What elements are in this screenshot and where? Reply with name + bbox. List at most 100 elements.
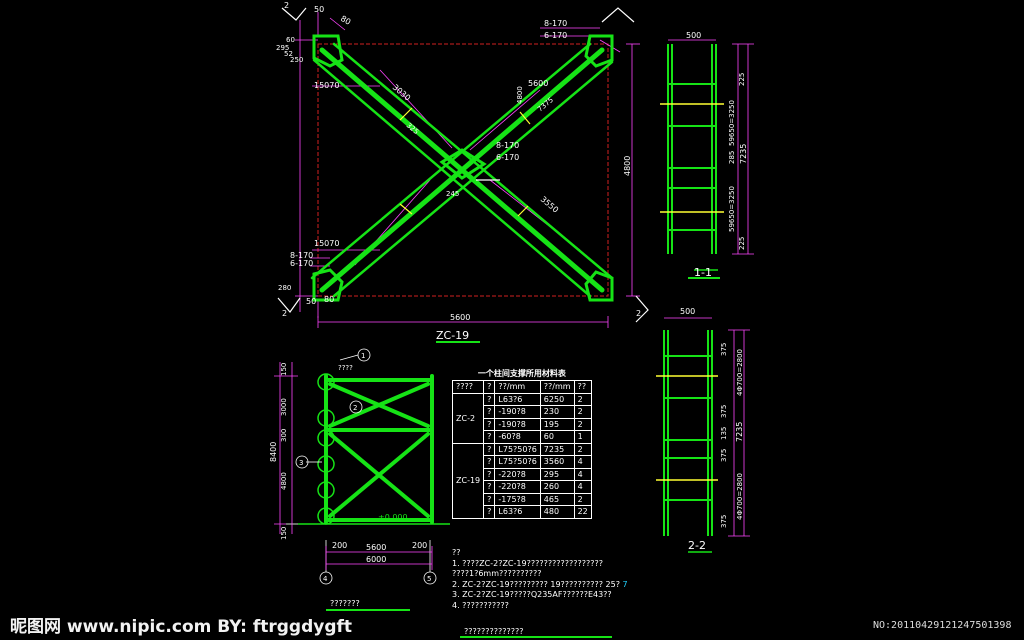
note-4: 4. ???????????: [452, 600, 509, 610]
reference-frame: [317, 43, 609, 297]
dim-80-bottom: 80: [324, 295, 334, 304]
dim-50-bottom: 50: [306, 297, 316, 306]
gusset-plates: [312, 34, 614, 302]
cell: ?: [483, 455, 496, 469]
dim-280: 280: [278, 284, 291, 292]
main-dimension-labels: 50 80 295 52 60 250 15070 15070 3030 560…: [276, 1, 641, 342]
brace-diagonal-2: [319, 47, 605, 293]
bubble-2: 2: [353, 404, 357, 412]
sec1-225-bottom: 225: [738, 237, 746, 250]
cell: 230: [539, 405, 575, 419]
sec2-width: 500: [680, 307, 695, 316]
main-braces: [310, 42, 614, 298]
elev-200-left: 200: [332, 541, 347, 550]
sec1-width: 500: [686, 31, 701, 40]
cell: 7235: [539, 442, 575, 456]
cell: 2: [573, 405, 592, 419]
cell: -60?8: [494, 430, 541, 444]
watermark-right: NO:20110429121247501398: [873, 620, 1012, 631]
gusset-top-left: [312, 34, 344, 68]
cell: 4: [573, 455, 592, 469]
col-header: ??/mm: [539, 380, 575, 394]
cell: -220?8: [494, 467, 541, 481]
note-2-tail: 7: [622, 579, 628, 589]
main-elevation-view: [277, 7, 649, 328]
elev-150-top: 150: [280, 363, 288, 376]
bubble-text: ????: [338, 364, 353, 372]
cell: 22: [573, 505, 592, 519]
section-marks: [277, 7, 649, 323]
sec2-375-b: 375: [720, 405, 728, 418]
sec2-375-a: 375: [720, 343, 728, 356]
note-8-170-top: 8-170: [544, 19, 567, 28]
dim-60: 60: [286, 36, 295, 44]
note-8-170-bl: 8-170: [290, 251, 313, 260]
section-2-2: [656, 317, 750, 553]
elev-3000: 3000: [280, 398, 288, 416]
group-name: ZC-2: [451, 392, 485, 444]
cell: ?: [483, 492, 496, 506]
elev-300: 300: [280, 429, 288, 442]
cell: L63?6: [494, 505, 541, 519]
group-name: ZC-19: [451, 442, 485, 519]
note-8-170-mid: 8-170: [496, 141, 519, 150]
cell: L75?50?6: [494, 455, 541, 469]
cell: 6250: [539, 392, 575, 406]
dim-245: 245: [446, 190, 459, 198]
dim-4800-right: 4800: [623, 156, 632, 176]
gusset-center: [439, 148, 487, 180]
table-row: ZC-19 ? L75?50?6 7235 2: [451, 442, 592, 519]
cell: 465: [539, 492, 575, 506]
cell: 4: [573, 467, 592, 481]
cell: 480: [539, 505, 575, 519]
cell: ?: [483, 392, 496, 406]
footer-label: ???????: [330, 599, 360, 608]
section-1-1-labels: 500 225 59650=3250 285 7235 59650=3250 2…: [686, 31, 748, 279]
cell: ?: [483, 417, 496, 431]
cell: ?: [483, 505, 496, 519]
note-6-170-top: 6-170: [544, 31, 567, 40]
note-3: 3. ZC-2?ZC-19?????Q235AF??????E43??: [452, 590, 612, 599]
section-mark-2-right: 2: [636, 309, 641, 318]
elev-8400: 8400: [269, 442, 278, 462]
elevation-labels: 150 3000 300 8400 4800 150 200 5600 200 …: [269, 352, 523, 636]
column-elevation: [274, 348, 450, 585]
cell: 3560: [539, 455, 575, 469]
section-mark-2-top: 2: [284, 1, 289, 10]
gusset-bottom-left: [312, 268, 344, 302]
section-2-2-labels: 500 375 4Φ700=2800 375 135 375 7235 4Φ70…: [680, 307, 744, 552]
dim-4800-diag: 4800: [516, 86, 524, 104]
axis-4: 4: [323, 575, 328, 583]
ground-level: ±0.000: [378, 513, 408, 522]
dim-250: 250: [290, 56, 303, 64]
cell: ?: [483, 430, 496, 444]
elev-200-right: 200: [412, 541, 427, 550]
elev-4800: 4800: [280, 472, 288, 490]
dim-80-top: 80: [339, 14, 352, 27]
cell: -190?8: [494, 405, 541, 419]
table-header: ???? ? ??/mm ??/mm ??: [451, 380, 592, 394]
sec2-4700-bottom: 4Φ700=2800: [736, 473, 744, 520]
dim-15070-bottom: 15070: [314, 239, 339, 248]
note-2-text: 2. ZC-2?ZC-19????????? 19?????????? 25?: [452, 579, 620, 589]
sec2-4700-top: 4Φ700=2800: [736, 349, 744, 396]
cell: 1: [573, 430, 592, 444]
elev-6000: 6000: [366, 555, 386, 564]
sec2-135: 135: [720, 427, 728, 440]
table-row: ? L63?6 480 22: [453, 505, 592, 519]
elev-150-bottom: 150: [280, 527, 288, 540]
cell: 2: [573, 492, 592, 506]
sec2-375-d: 375: [720, 515, 728, 528]
sec1-59650-bottom: 59650=3250: [728, 186, 736, 232]
gusset-bottom-right: [584, 270, 614, 302]
dim-15070-top: 15070: [314, 81, 339, 90]
dim-52: 52: [284, 50, 293, 58]
cell: 295: [539, 467, 575, 481]
sec1-title: 1-1: [694, 266, 712, 279]
table-row: ? -220?8 260 4: [453, 480, 592, 494]
elev-5600: 5600: [366, 543, 386, 552]
sec1-285: 285: [728, 151, 736, 164]
cell: ?: [483, 480, 496, 494]
sec2-7235: 7235: [735, 422, 744, 442]
